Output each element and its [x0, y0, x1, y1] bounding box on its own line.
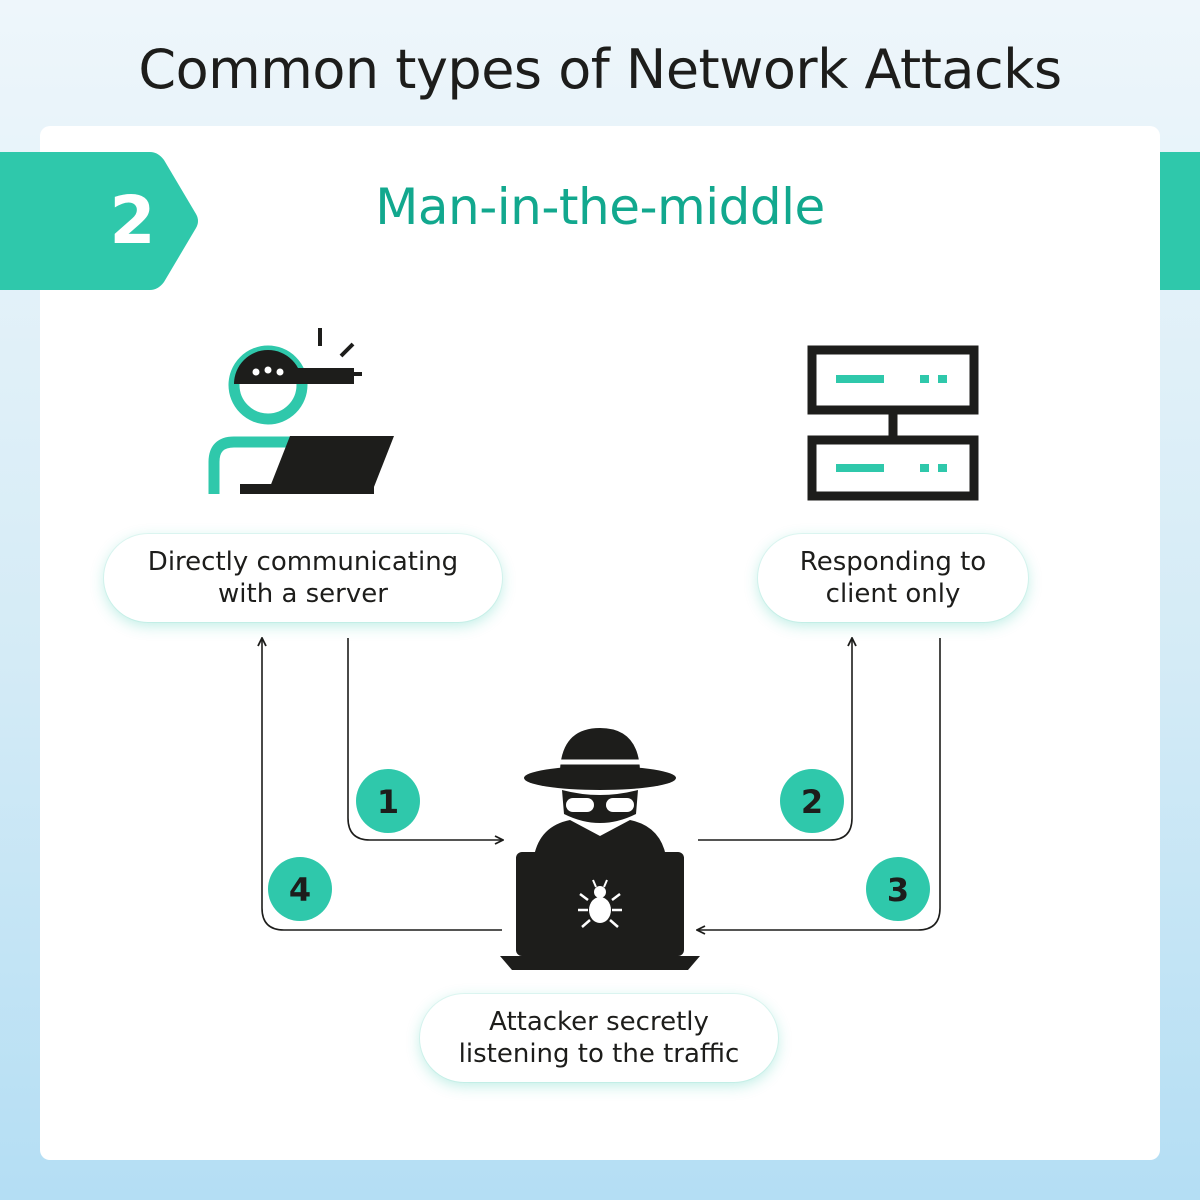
step-badge-1: 1 [356, 769, 420, 833]
client-label: Directly communicating with a server [104, 534, 502, 622]
flow-arrows [262, 638, 941, 931]
server-label: Responding to client only [758, 534, 1028, 622]
step-badge-4: 4 [268, 857, 332, 921]
bug-icon [578, 879, 622, 928]
section-tab-right [1160, 152, 1200, 290]
attacker-label: Attacker secretly listening to the traff… [420, 994, 778, 1082]
section-title: Man-in-the-middle [375, 178, 825, 236]
section-number-tab [0, 152, 198, 290]
arrow-step-4 [262, 638, 502, 931]
step-badge-2: 2 [780, 769, 844, 833]
server-rack-icon [807, 345, 979, 501]
step-badge-3: 3 [866, 857, 930, 921]
hacker-laptop-icon [500, 728, 700, 970]
svg-text:4: 4 [289, 871, 311, 909]
content-card [40, 126, 1160, 1160]
server-label-text: Responding to client only [799, 547, 987, 609]
svg-text:3: 3 [887, 871, 909, 909]
svg-text:2: 2 [801, 783, 823, 821]
arrow-step-3 [697, 638, 941, 930]
svg-text:1: 1 [377, 783, 399, 821]
attacker-label-text: Attacker secretly listening to the traff… [458, 1007, 740, 1069]
page-title: Common types of Network Attacks [138, 38, 1062, 101]
user-laptop-icon [208, 328, 394, 494]
section-number: 2 [109, 182, 156, 259]
arrow-step-1 [347, 638, 503, 840]
arrow-step-2 [698, 638, 852, 841]
client-label-text: Directly communicating with a server [147, 547, 459, 609]
